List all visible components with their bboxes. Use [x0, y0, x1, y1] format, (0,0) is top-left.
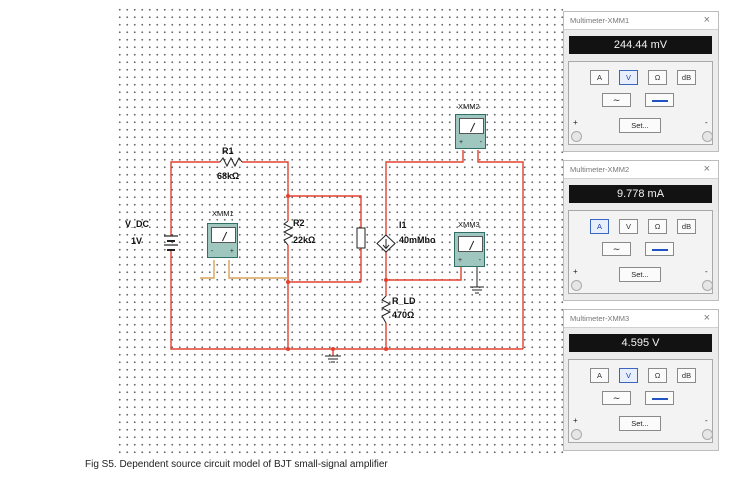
plus-terminal-label: +: [573, 416, 578, 425]
plus-terminal-icon[interactable]: [571, 131, 582, 142]
i1-name: I1: [399, 220, 407, 230]
meter-face-icon: [211, 227, 236, 243]
wire-r1-right: [242, 161, 289, 221]
reading-display: 4.595 V: [569, 334, 712, 352]
xmm1-instrument[interactable]: -+: [207, 223, 238, 258]
close-icon[interactable]: ×: [703, 312, 710, 324]
voltmeter-button[interactable]: V: [619, 70, 638, 85]
panel-titlebar[interactable]: Multimeter-XMM1 ×: [564, 12, 718, 30]
decibel-button[interactable]: dB: [677, 219, 696, 234]
rld-name: R_LD: [392, 296, 416, 306]
xmm3-name: XMM3: [458, 220, 480, 229]
wire-xmm1-pos: [228, 260, 288, 279]
decibel-button[interactable]: dB: [677, 368, 696, 383]
meter-face-icon: [458, 236, 483, 252]
battery-symbol: [164, 235, 178, 251]
panel-title: Multimeter-XMM3: [570, 314, 630, 323]
panel-title: Multimeter-XMM1: [570, 16, 630, 25]
ac-mode-button[interactable]: ∼: [602, 93, 631, 107]
ammeter-button[interactable]: A: [590, 219, 609, 234]
xmm3-instrument[interactable]: +-: [454, 232, 485, 267]
minus-terminal-icon[interactable]: [702, 429, 713, 440]
voltmeter-button[interactable]: V: [619, 368, 638, 383]
wire-left-bottom: [170, 250, 523, 350]
r2-value: 22kΩ: [293, 235, 316, 245]
close-icon[interactable]: ×: [703, 163, 710, 175]
wire-xmm1-neg: [200, 260, 215, 279]
dc-line-icon: [651, 99, 668, 102]
close-icon[interactable]: ×: [703, 14, 710, 26]
xmm1-name: XMM1: [212, 209, 234, 218]
ohmmeter-button[interactable]: Ω: [648, 368, 667, 383]
set-button[interactable]: Set...: [619, 416, 661, 431]
r2-name: R2: [293, 218, 305, 228]
figure-caption: Fig S5. Dependent source circuit model o…: [85, 459, 388, 470]
vdc-name: V_DC: [125, 219, 150, 229]
r1-name: R1: [222, 146, 234, 156]
plus-terminal-icon[interactable]: [571, 429, 582, 440]
dc-mode-button[interactable]: [645, 242, 674, 256]
minus-terminal-icon[interactable]: [702, 131, 713, 142]
panel-titlebar[interactable]: Multimeter-XMM3 ×: [564, 310, 718, 328]
schematic-canvas[interactable]: [114, 4, 564, 456]
multimeter-panel-xmm3[interactable]: Multimeter-XMM3 × 4.595 V A V Ω dB ∼ + S…: [563, 309, 719, 451]
ohmmeter-button[interactable]: Ω: [648, 70, 667, 85]
panel-title: Multimeter-XMM2: [570, 165, 630, 174]
xmm2-name: XMM2: [458, 102, 480, 111]
dc-line-icon: [651, 248, 668, 251]
panel-titlebar[interactable]: Multimeter-XMM2 ×: [564, 161, 718, 179]
dc-mode-button[interactable]: [645, 391, 674, 405]
multimeter-panel-xmm2[interactable]: Multimeter-XMM2 × 9.778 mA A V Ω dB ∼ + …: [563, 160, 719, 301]
rld-value: 470Ω: [392, 310, 415, 320]
r1-value: 68kΩ: [217, 171, 240, 181]
dc-mode-button[interactable]: [645, 93, 674, 107]
minus-terminal-icon[interactable]: [702, 280, 713, 291]
meter-face-icon: [459, 118, 484, 134]
base-resistor-box: [356, 227, 366, 249]
minus-terminal-label: -: [705, 416, 708, 425]
plus-terminal-label: +: [573, 267, 578, 276]
controls-box: A V Ω dB ∼ + Set... -: [568, 210, 713, 294]
vdc-value: 1V: [131, 236, 143, 246]
i1-value: 40mMho: [399, 235, 436, 245]
minus-terminal-label: -: [705, 267, 708, 276]
reading-display: 244.44 mV: [569, 36, 712, 54]
multimeter-panel-xmm1[interactable]: Multimeter-XMM1 × 244.44 mV A V Ω dB ∼ +…: [563, 11, 719, 152]
ac-mode-button[interactable]: ∼: [602, 391, 631, 405]
dc-line-icon: [651, 397, 668, 400]
ammeter-button[interactable]: A: [590, 70, 609, 85]
voltmeter-button[interactable]: V: [619, 219, 638, 234]
wire-base: [288, 195, 362, 228]
ac-mode-button[interactable]: ∼: [602, 242, 631, 256]
plus-terminal-icon[interactable]: [571, 280, 582, 291]
r1-symbol: [219, 156, 243, 168]
ammeter-button[interactable]: A: [590, 368, 609, 383]
controls-box: A V Ω dB ∼ + Set... -: [568, 61, 713, 145]
wire-xmm2-out: [477, 150, 524, 349]
set-button[interactable]: Set...: [619, 118, 661, 133]
controls-box: A V Ω dB ∼ + Set... -: [568, 359, 713, 443]
reading-display: 9.778 mA: [569, 185, 712, 203]
wire-top-left: [170, 161, 220, 236]
plus-terminal-label: +: [573, 118, 578, 127]
ground-symbol-xmm3: [470, 265, 484, 294]
xmm2-instrument[interactable]: +-: [455, 114, 486, 149]
decibel-button[interactable]: dB: [677, 70, 696, 85]
wire-collector: [385, 150, 464, 235]
wire-xmm3: [386, 265, 462, 281]
minus-terminal-label: -: [705, 118, 708, 127]
ground-symbol-main: [325, 355, 341, 363]
r2-symbol: [282, 220, 294, 246]
dependent-source-symbol: [376, 234, 396, 253]
rld-symbol: [380, 295, 392, 324]
ohmmeter-button[interactable]: Ω: [648, 219, 667, 234]
set-button[interactable]: Set...: [619, 267, 661, 282]
